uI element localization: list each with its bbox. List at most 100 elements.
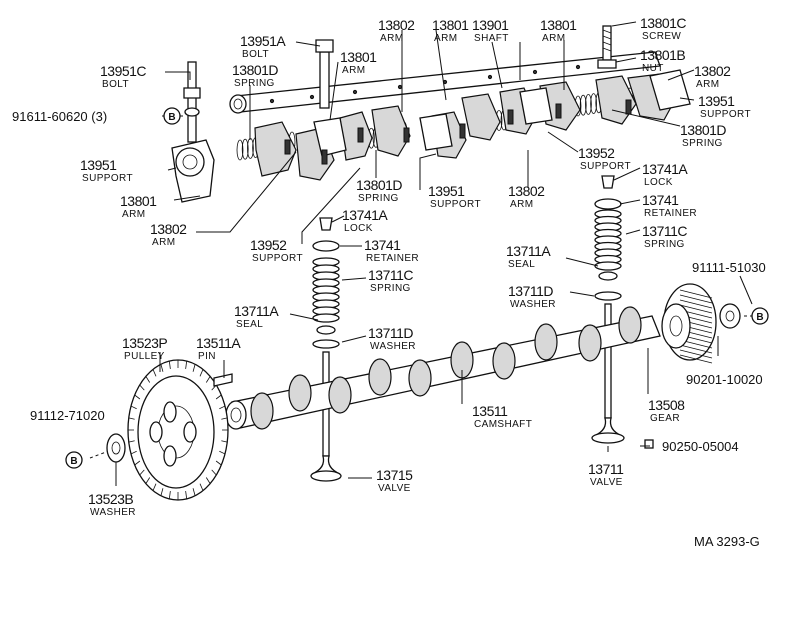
part-number: 13523B — [88, 491, 133, 507]
part-number: 13711C — [642, 223, 687, 239]
part-name: LOCK — [644, 177, 673, 188]
part-name: ARM — [152, 237, 175, 248]
part-name: RETAINER — [644, 208, 697, 219]
part-number: 13741 — [364, 237, 401, 253]
misc-washers — [184, 107, 200, 117]
part-name: SHAFT — [474, 33, 509, 44]
part-name: SUPPORT — [82, 173, 133, 184]
part-number: 13951C — [100, 63, 146, 79]
part-number: 13802 — [150, 221, 187, 237]
timing-pulley — [127, 359, 229, 501]
part-number: 13711D — [508, 283, 553, 299]
part-name: CAMSHAFT — [474, 419, 532, 430]
part-name: SPRING — [358, 193, 399, 204]
part-name: ARM — [342, 65, 365, 76]
drive-gear — [661, 283, 741, 364]
part-number: 13511 — [472, 403, 508, 419]
part-name: SEAL — [236, 319, 263, 330]
std-part-90201: 90201-10020 — [686, 372, 763, 387]
part-name: WASHER — [510, 299, 556, 310]
part-number: 13951A — [240, 33, 286, 49]
part-number: 13711A — [506, 243, 551, 259]
part-name: ARM — [510, 199, 533, 210]
part-name: VALVE — [590, 477, 623, 488]
part-number: 13801D — [356, 177, 402, 193]
support-bolts — [183, 25, 617, 143]
std-part-91611: 91611-60620 (3) — [12, 109, 107, 124]
cam-lobes — [250, 306, 642, 430]
part-name: ARM — [122, 209, 145, 220]
part-name: SCREW — [642, 31, 681, 42]
part-number: 13715 — [376, 467, 413, 483]
ref-marker-b1: B — [163, 107, 181, 125]
part-name: GEAR — [650, 413, 680, 424]
part-name: SUPPORT — [700, 109, 751, 120]
part-number: 13801 — [340, 49, 377, 65]
shaft-supports — [171, 69, 691, 203]
part-number: 13952 — [250, 237, 287, 253]
part-number: 13951 — [80, 157, 117, 173]
svg-text:B: B — [756, 312, 763, 323]
part-number: 13711C — [368, 267, 413, 283]
svg-text:B: B — [168, 112, 175, 123]
part-name: SUPPORT — [252, 253, 303, 264]
part-number: 13711A — [234, 303, 279, 319]
part-name: PULLEY — [124, 351, 165, 362]
valve-assembly-right — [591, 175, 625, 444]
part-name: PIN — [198, 351, 216, 362]
part-number: 13711D — [368, 325, 413, 341]
part-name: BOLT — [102, 79, 129, 90]
part-number: 13801D — [680, 122, 726, 138]
figure-code: MA 3293-G — [694, 534, 760, 549]
part-number: 13901 — [472, 17, 509, 33]
part-number: 13952 — [578, 145, 615, 161]
part-name: VALVE — [378, 483, 411, 494]
part-name: SPRING — [644, 239, 685, 250]
part-name: SUPPORT — [430, 199, 481, 210]
part-number: 13508 — [648, 397, 685, 413]
part-name: RETAINER — [366, 253, 419, 264]
std-part-91111: 91111-51030 — [692, 260, 766, 275]
part-number: 13741A — [642, 161, 688, 177]
part-number: 13741A — [342, 207, 388, 223]
part-number: 13951 — [428, 183, 465, 199]
part-number: 13801B — [640, 47, 685, 63]
leader-lines — [89, 21, 753, 486]
std-part-90250: 90250-05004 — [662, 439, 739, 454]
part-name: SEAL — [508, 259, 535, 270]
part-number: 13802 — [378, 17, 415, 33]
part-number: 13802 — [508, 183, 545, 199]
standard-part-numbers: 91611-60620 (3) 91111-51030 90201-10020 … — [12, 109, 766, 454]
gear-dowel — [644, 439, 654, 449]
part-name: SUPPORT — [580, 161, 631, 172]
part-number: 13801 — [432, 17, 469, 33]
adjust-screws — [284, 99, 632, 165]
part-number: 13801D — [232, 62, 278, 78]
